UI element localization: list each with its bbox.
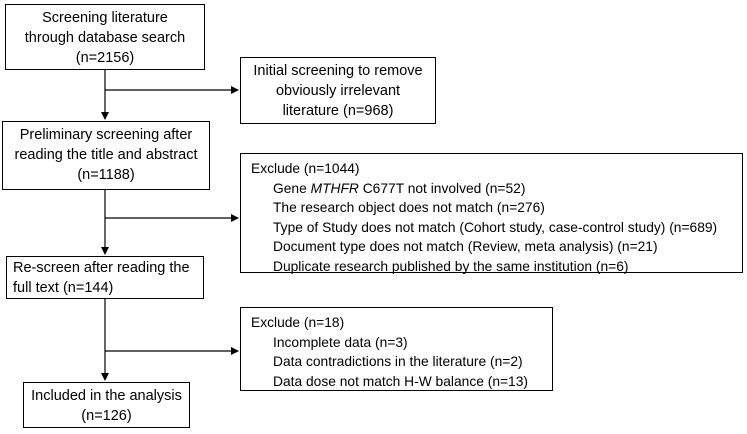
preliminary-line-3: (n=1188): [77, 167, 135, 183]
exclude-2-item: Incomplete data (n=3): [273, 334, 408, 350]
gene-name: MTHFR: [310, 180, 359, 196]
exclude-1-item: Type of Study does not match (Cohort stu…: [273, 219, 718, 235]
screening-line-2: through database search: [24, 30, 186, 46]
screening-line-3: (n=2156): [75, 50, 135, 66]
rescreen-line-1: Re-screen after reading the: [13, 260, 190, 276]
initial-line-2: obviously irrelevant: [275, 83, 401, 99]
initial-line-1: Initial screening to remove: [253, 63, 423, 79]
exclude-1-item-prefix: Gene: [273, 180, 311, 196]
included-box: Included in the analysis (n=126): [23, 382, 190, 428]
screening-box: Screening literature through database se…: [5, 4, 205, 70]
exclude-1-header: Exclude (n=1044): [251, 161, 360, 176]
preliminary-line-2: reading the title and abstract: [14, 147, 198, 163]
exclude-1-item-suffix: C677T not involved (n=52): [358, 180, 526, 196]
exclude-box-2: Exclude (n=18) Incomplete data (n=3) Dat…: [240, 307, 553, 391]
initial-line-3: literature (n=968): [282, 103, 394, 119]
exclude-1-item: The research object does not match (n=27…: [273, 200, 545, 215]
screening-line-1: Screening literature: [42, 10, 168, 26]
exclude-1-item: Document type does not match (Review, me…: [273, 239, 658, 254]
initial-screening-box: Initial screening to remove obviously ir…: [240, 57, 436, 124]
exclude-2-header: Exclude (n=18): [251, 315, 345, 330]
included-line-1: Included in the analysis: [31, 388, 182, 404]
exclude-1-item: Gene MTHFR C677T not involved (n=52): [251, 179, 742, 199]
rescreen-box: Re-screen after reading the full text (n…: [6, 256, 204, 299]
exclude-box-1: Exclude (n=1044) Gene MTHFR C677T not in…: [240, 153, 743, 274]
exclude-2-item: Data dose not match H-W balance (n=13): [273, 373, 528, 389]
rescreen-line-2: full text (n=144): [13, 280, 114, 296]
exclude-2-item: Data contradictions in the literature (n…: [273, 354, 523, 369]
preliminary-line-1: Preliminary screening after: [19, 127, 193, 143]
preliminary-screening-box: Preliminary screening after reading the …: [2, 121, 210, 190]
included-line-2: (n=126): [81, 408, 132, 424]
exclude-1-item: Duplicate research published by the same…: [273, 258, 629, 274]
